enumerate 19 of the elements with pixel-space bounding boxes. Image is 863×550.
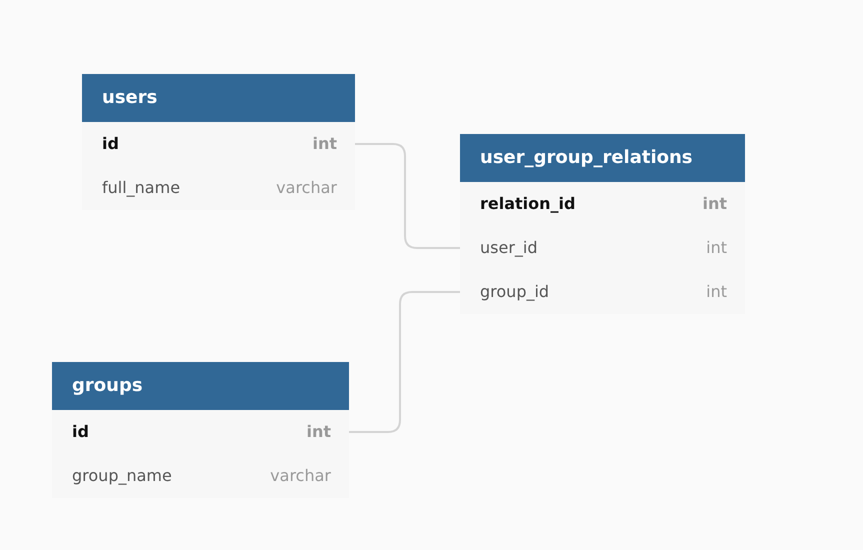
table-name: user_group_relations (460, 134, 745, 182)
column-name: id (72, 422, 89, 442)
column-type: int (706, 238, 727, 258)
column-type: int (312, 134, 337, 154)
column-name: group_name (72, 466, 172, 486)
column-name: user_id (480, 238, 538, 258)
column-name: relation_id (480, 194, 576, 214)
column-type: varchar (276, 178, 337, 198)
relationship-line (355, 143, 460, 249)
column-type: int (306, 422, 331, 442)
column-type: int (702, 194, 727, 214)
column-name: group_id (480, 282, 550, 302)
column-name: full_name (102, 178, 180, 198)
column-type: int (706, 282, 727, 302)
column-name: id (102, 134, 119, 154)
table-name: groups (52, 362, 349, 410)
relationship-line (349, 291, 460, 433)
table-name: users (82, 74, 355, 122)
column-type: varchar (270, 466, 331, 486)
